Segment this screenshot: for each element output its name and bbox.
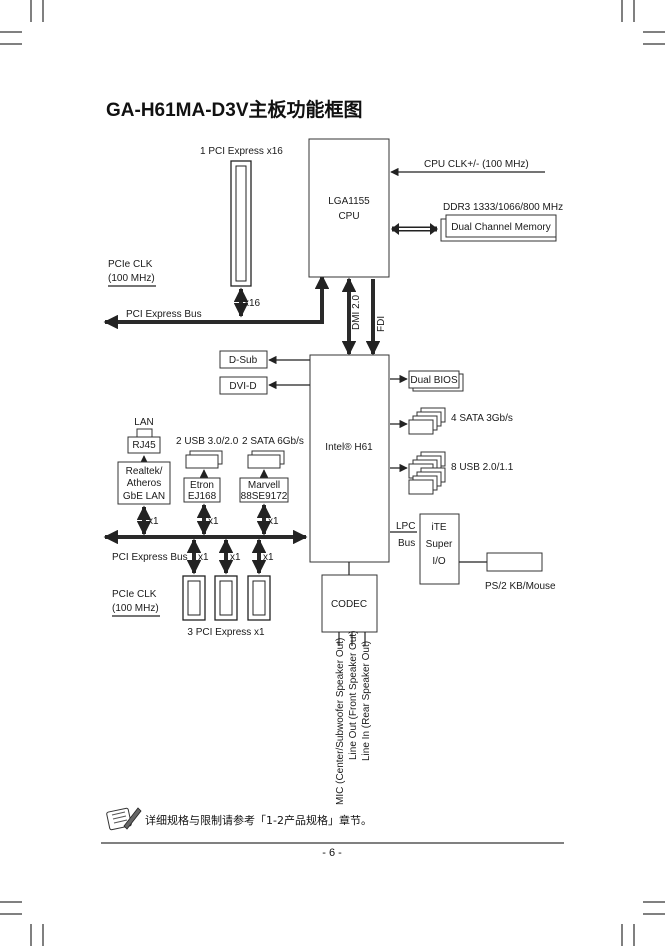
rj45-jack-top [136,428,153,438]
marvell-line2: 88SE9172 [241,491,288,502]
fdi-label: FDI [376,316,387,332]
etron-x1-label: x1 [208,516,219,527]
etron-box [183,477,221,503]
pcie-clk-freq-bottom: (100 MHz) [112,603,159,614]
memory-link-arrow [391,223,438,235]
dual-channel-label: Dual Channel Memory [451,222,551,233]
dvid-box [219,376,268,395]
rj45-box [127,436,161,454]
slot2-x1-label: x1 [230,552,241,563]
usb3-connectors [185,450,223,469]
dsub-label: D-Sub [229,355,258,366]
dvid-label: DVI-D [229,381,256,392]
lan-controller-line3: GbE LAN [123,491,165,502]
pci-x16-label: 1 PCI Express x16 [200,146,283,157]
note-text: 详细规格与限制请参考「1-2产品规格」章节。 [145,813,372,827]
lan-label: LAN [134,417,153,428]
sata3-connectors [408,407,446,435]
audio-mic-label: MIC (Center/Subwoofer Speaker Out) [335,638,346,805]
etron-line2: EJ168 [188,491,217,502]
rj45-label: RJ45 [132,440,156,451]
lan-controller-box [117,461,171,505]
lan-controller-line1: Realtek/ [126,466,163,477]
pci-x16-slot [230,160,252,287]
super-io-vendor: iTE [432,522,447,533]
audio-lineout-label: Line Out (Front Speaker Out) [348,630,359,760]
pci-x1-slots [182,575,271,621]
ddr3-label: DDR3 1333/1066/800 MHz [443,202,563,213]
page-number: - 6 - [322,847,342,859]
h61-chipset-box [309,354,390,563]
h61-label: Intel® H61 [325,442,373,453]
dsub-box [219,350,268,369]
etron-line1: Etron [190,480,214,491]
cpu-label: CPU [338,211,359,222]
ps2-label: PS/2 KB/Mouse [485,581,556,592]
page-title: GA-H61MA-D3V主板功能框图 [106,98,363,121]
ps2-connector [486,552,543,572]
usb2-label: 8 USB 2.0/1.1 [451,462,514,473]
dual-channel-memory [440,214,557,242]
codec-label: CODEC [331,599,367,610]
pci-express-bus-top [103,274,330,330]
marvell-x1-label: x1 [268,516,279,527]
lpc-bus-label: Bus [398,538,415,549]
pci-express-bus-label-bottom: PCI Express Bus [112,552,188,563]
cpu-clk-label: CPU CLK+/- (100 MHz) [424,159,529,170]
lan-x1-label: x1 [148,516,159,527]
audio-linein-label: Line In (Rear Speaker Out) [361,641,372,761]
cpu-socket-label: LGA1155 [328,196,370,207]
sata6-label: 2 SATA 6Gb/s [242,436,304,447]
dual-bios-box [408,370,460,389]
slot1-x1-label: x1 [198,552,209,563]
super-io-label2: I/O [432,556,446,567]
dmi-label: DMI 2.0 [351,295,362,330]
pcie-clk-freq-top: (100 MHz) [108,273,155,284]
super-io-label: Super [426,539,453,550]
usb2-connectors [408,451,446,495]
pcie-clk-label-top: PCIe CLK [108,259,153,270]
pci-express-bus-label-top: PCI Express Bus [126,309,202,320]
sata3-label: 4 SATA 3Gb/s [451,413,513,424]
pci-x1-label: 3 PCI Express x1 [187,627,265,638]
x16-label: x16 [244,298,261,309]
lpc-label: LPC [396,521,415,532]
cpu-box [308,138,390,278]
codec-box [321,574,378,633]
marvell-box [239,477,289,503]
note-icon [106,807,142,831]
super-io-box [419,513,460,585]
marvell-line1: Marvell [248,480,280,491]
sata6-connectors [247,450,285,469]
usb3-label: 2 USB 3.0/2.0 [176,436,239,447]
slot3-x1-label: x1 [263,552,274,563]
dual-bios-label: Dual BIOS [410,375,458,386]
lan-controller-line2: Atheros [127,478,161,489]
pcie-clk-label-bottom: PCIe CLK [112,589,157,600]
